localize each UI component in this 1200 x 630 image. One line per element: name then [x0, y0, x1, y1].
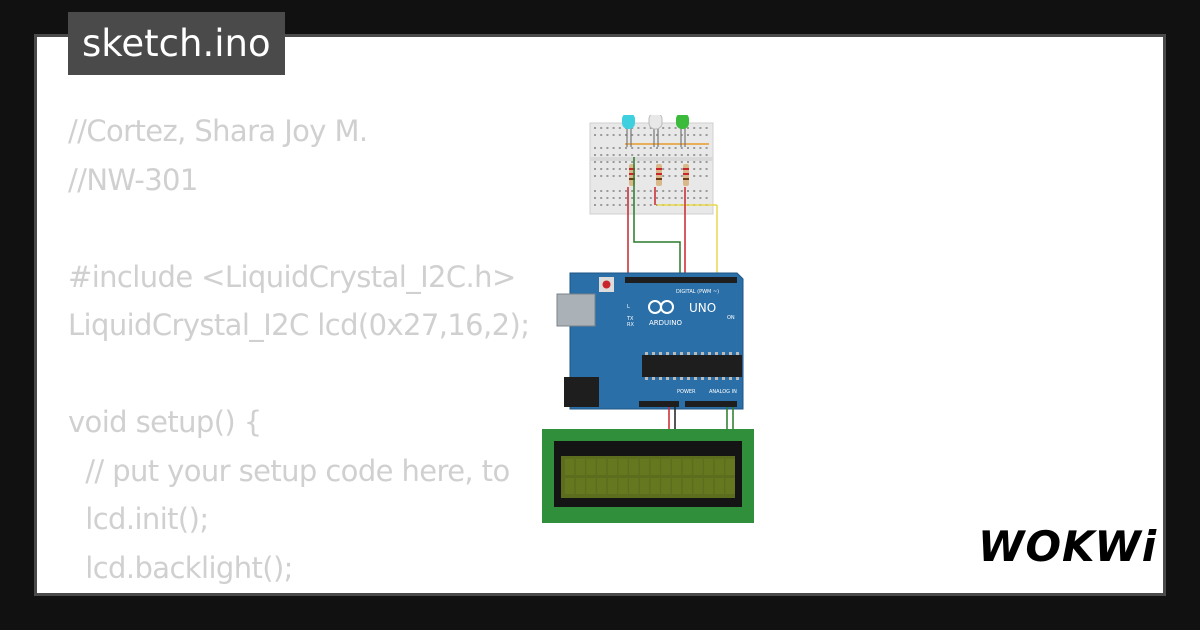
led-green — [676, 115, 689, 129]
code-line — [68, 204, 529, 253]
code-line: void setup() { — [68, 405, 262, 439]
tx-label: TX — [626, 316, 634, 322]
power-header — [639, 401, 679, 407]
code-line: //NW-301 — [68, 162, 198, 197]
analog-label: ANALOG IN — [709, 389, 737, 395]
rx-label: RX — [627, 322, 634, 328]
l-label: L — [627, 304, 630, 310]
digital-label: DIGITAL (PWM ~) — [676, 289, 719, 295]
usb-port — [556, 293, 596, 327]
lcd-display — [542, 429, 754, 523]
power-label: POWER — [677, 389, 696, 395]
reset-button — [602, 280, 611, 289]
preview-card: //Cortez, Shara Joy M. //NW-301 #include <… — [34, 34, 1166, 596]
wires-top — [627, 157, 718, 279]
wokwi-logo: WOKWi — [978, 522, 1158, 571]
on-label: ON — [727, 315, 735, 321]
code-line: #include <LiquidCrystal_I2C.h> — [68, 259, 516, 294]
digital-header — [625, 277, 737, 283]
code-line: // put your setup code here, to — [68, 453, 510, 488]
arduino-uno: ARDUINO UNO DIGITAL (PWM ~) POWER ANALOG… — [556, 272, 744, 410]
circuit-diagram: ARDUINO UNO DIGITAL (PWM ~) POWER ANALOG… — [542, 115, 754, 523]
code-line — [68, 350, 529, 399]
code-line: LiquidCrystal_I2C lcd(0x27,16,2); — [68, 308, 530, 342]
code-line: pinMode(8, OUTPUT); — [68, 592, 529, 593]
board-logo: UNO — [689, 301, 716, 315]
power-jack — [564, 377, 599, 407]
analog-header — [685, 401, 737, 407]
breadboard — [589, 122, 714, 215]
code-editor[interactable]: //Cortez, Shara Joy M. //NW-301 #include <… — [68, 107, 530, 593]
leds — [622, 115, 689, 147]
code-line: lcd.backlight(); — [68, 550, 293, 585]
led-cyan — [622, 115, 635, 129]
microcontroller-chip — [642, 355, 742, 377]
led-white — [648, 115, 663, 130]
board-brand: ARDUINO — [649, 319, 682, 327]
code-line: //Cortez, Shara Joy M. — [68, 114, 368, 148]
file-tab[interactable]: sketch.ino — [68, 12, 285, 75]
code-line: lcd.init(); — [68, 502, 209, 536]
